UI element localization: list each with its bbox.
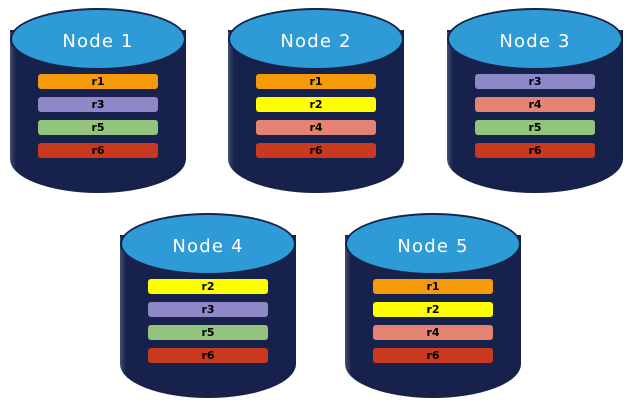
cylinder-top: Node 4 bbox=[120, 213, 296, 275]
replica-bar-r6[interactable]: r6 bbox=[256, 143, 376, 158]
replica-bar-r2[interactable]: r2 bbox=[256, 97, 376, 112]
replica-bar-r3[interactable]: r3 bbox=[38, 97, 158, 112]
replica-list: r3 r4 r5 r6 bbox=[475, 74, 595, 158]
node-cylinder-2[interactable]: r1 r2 r4 r6 Node 2 bbox=[228, 8, 404, 193]
replica-list: r1 r3 r5 r6 bbox=[38, 74, 158, 158]
cylinder-top: Node 1 bbox=[10, 8, 186, 70]
cylinder-top: Node 2 bbox=[228, 8, 404, 70]
node-label: Node 5 bbox=[397, 235, 469, 257]
node-label: Node 2 bbox=[280, 30, 352, 52]
replica-bar-r5[interactable]: r5 bbox=[148, 325, 268, 340]
node-label: Node 1 bbox=[62, 30, 134, 52]
replica-bar-r6[interactable]: r6 bbox=[373, 348, 493, 363]
replica-list: r1 r2 r4 r6 bbox=[256, 74, 376, 158]
replica-bar-r5[interactable]: r5 bbox=[475, 120, 595, 135]
node-cylinder-3[interactable]: r3 r4 r5 r6 Node 3 bbox=[447, 8, 623, 193]
replica-bar-r4[interactable]: r4 bbox=[256, 120, 376, 135]
replica-bar-r6[interactable]: r6 bbox=[148, 348, 268, 363]
replica-bar-r2[interactable]: r2 bbox=[148, 279, 268, 294]
replica-list: r1 r2 r4 r6 bbox=[373, 279, 493, 363]
cylinder-top: Node 3 bbox=[447, 8, 623, 70]
cylinder-top: Node 5 bbox=[345, 213, 521, 275]
replica-bar-r6[interactable]: r6 bbox=[38, 143, 158, 158]
replica-bar-r1[interactable]: r1 bbox=[38, 74, 158, 89]
replica-bar-r3[interactable]: r3 bbox=[148, 302, 268, 317]
replica-bar-r2[interactable]: r2 bbox=[373, 302, 493, 317]
replica-bar-r1[interactable]: r1 bbox=[373, 279, 493, 294]
replica-bar-r3[interactable]: r3 bbox=[475, 74, 595, 89]
node-label: Node 4 bbox=[172, 235, 244, 257]
node-cylinder-4[interactable]: r2 r3 r5 r6 Node 4 bbox=[120, 213, 296, 398]
node-cylinder-1[interactable]: r1 r3 r5 r6 Node 1 bbox=[10, 8, 186, 193]
node-cylinder-5[interactable]: r1 r2 r4 r6 Node 5 bbox=[345, 213, 521, 398]
replica-bar-r6[interactable]: r6 bbox=[475, 143, 595, 158]
replica-list: r2 r3 r5 r6 bbox=[148, 279, 268, 363]
replica-bar-r5[interactable]: r5 bbox=[38, 120, 158, 135]
node-label: Node 3 bbox=[499, 30, 571, 52]
replica-bar-r1[interactable]: r1 bbox=[256, 74, 376, 89]
replica-bar-r4[interactable]: r4 bbox=[373, 325, 493, 340]
replica-bar-r4[interactable]: r4 bbox=[475, 97, 595, 112]
